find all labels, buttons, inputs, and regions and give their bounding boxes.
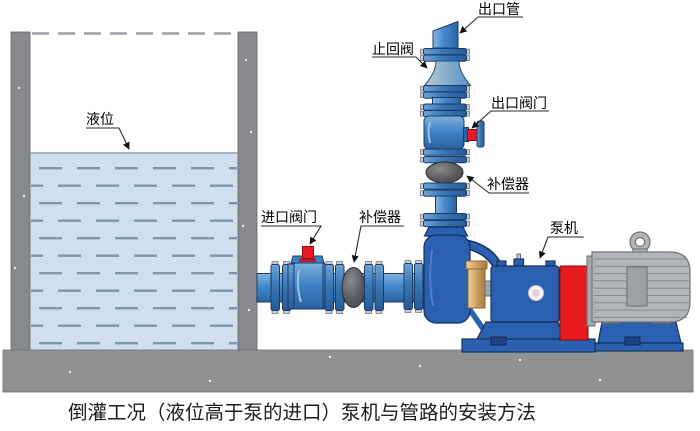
inlet-valve-handle: [302, 246, 314, 259]
inlet-compensator-body: [341, 267, 366, 308]
outlet-valve-side-flange: [476, 120, 485, 148]
label-inlet-valve: 进口阀门: [261, 209, 322, 245]
label-inlet-compensator-text: 补偿器: [359, 209, 401, 225]
label-outlet-compensator: 补偿器: [466, 175, 529, 194]
inlet-valve-handle-base: [299, 258, 316, 262]
flange: [420, 182, 470, 190]
outlet-valve: [423, 115, 485, 150]
label-outlet-valve: 出口阀门: [471, 95, 549, 129]
motor-lifting-eye-hole: [634, 236, 646, 248]
tank: [10, 31, 258, 351]
flange: [420, 103, 470, 111]
label-pump: 泵机: [538, 220, 584, 259]
outlet-valve-body: [423, 115, 465, 150]
flange: [420, 148, 470, 156]
pump: [423, 226, 596, 353]
flange: [420, 220, 470, 228]
label-inlet-compensator: 补偿器: [351, 209, 404, 263]
liquid-dashes: [31, 159, 237, 347]
pump-anchor-clip: [490, 336, 507, 346]
ground: [2, 349, 694, 393]
leader-outlet-pipe: [459, 16, 523, 34]
leader-check-valve: [372, 56, 428, 69]
flange: [403, 260, 413, 313]
leader-inlet-compensator: [351, 225, 404, 263]
leader-inlet-valve: [261, 225, 322, 245]
leader-outlet-valve: [471, 110, 549, 129]
inlet-valve-body: [290, 262, 328, 310]
outlet-valve-highlight: [427, 121, 431, 144]
flange: [364, 261, 374, 314]
bearing-frame-tan: [467, 268, 486, 309]
label-pump-text: 泵机: [550, 220, 578, 236]
annotations: 液位 出口管 止回阀 出口阀门 补偿器 进口阀门 补偿器 泵机: [86, 1, 584, 263]
coupling-guard: [559, 265, 589, 341]
pump-base-plate: [461, 338, 596, 353]
wall-speckles: [13, 58, 253, 312]
motor-anchor-clip: [624, 336, 641, 346]
check-valve-body: [423, 60, 472, 86]
pump-pedestal: [476, 321, 565, 340]
label-outlet-valve-text: 出口阀门: [491, 95, 547, 111]
flange: [270, 261, 280, 314]
flange: [324, 261, 334, 314]
leader-liquid-level: [86, 127, 130, 150]
suction-pipeline: [256, 246, 424, 314]
motor-terminal-box: [626, 266, 648, 307]
leader-pump: [538, 236, 584, 259]
inlet-valve-highlight: [296, 269, 302, 303]
flange: [420, 189, 470, 197]
label-outlet-pipe-text: 出口管: [478, 1, 520, 17]
tank-wall-left: [10, 31, 31, 351]
flange: [420, 213, 470, 221]
pump-volute-highlight: [429, 249, 434, 306]
oiler-cap: [513, 258, 525, 267]
label-liquid-level: 液位: [86, 111, 130, 150]
label-check-valve-text: 止回阀: [372, 41, 414, 57]
bearing-frame-tan-lip: [465, 260, 488, 270]
outlet-compensator-body: [425, 161, 464, 184]
pump-discharge-neck: [423, 226, 469, 237]
outlet-valve-handle: [467, 129, 478, 141]
tank-wall-right: [237, 31, 258, 351]
outlet-pipe: [432, 20, 459, 49]
discharge-spool: [432, 97, 461, 105]
pump-bearing-housing: [490, 265, 560, 323]
leader-outlet-compensator: [466, 175, 529, 194]
flange: [414, 260, 424, 313]
motor: [586, 231, 691, 352]
discharge-pipeline: [420, 20, 485, 228]
discharge-pipe-lower: [435, 195, 457, 215]
flange: [420, 85, 470, 93]
flange: [374, 261, 384, 314]
caption: 倒灌工况（液位高于泵的进口）泵机与管路的安装方法: [68, 402, 536, 424]
inlet-valve-flange-left: [287, 263, 295, 310]
label-outlet-pipe: 出口管: [459, 1, 523, 34]
label-liquid-level-text: 液位: [86, 111, 114, 127]
inlet-valve: [287, 246, 330, 310]
flange: [420, 48, 470, 56]
sight-glass-center: [532, 289, 540, 297]
label-inlet-valve-text: 进口阀门: [261, 209, 317, 225]
ground-slab: [2, 349, 694, 393]
label-outlet-compensator-text: 补偿器: [487, 176, 529, 192]
flange: [420, 54, 470, 62]
label-check-valve: 止回阀: [372, 41, 428, 69]
